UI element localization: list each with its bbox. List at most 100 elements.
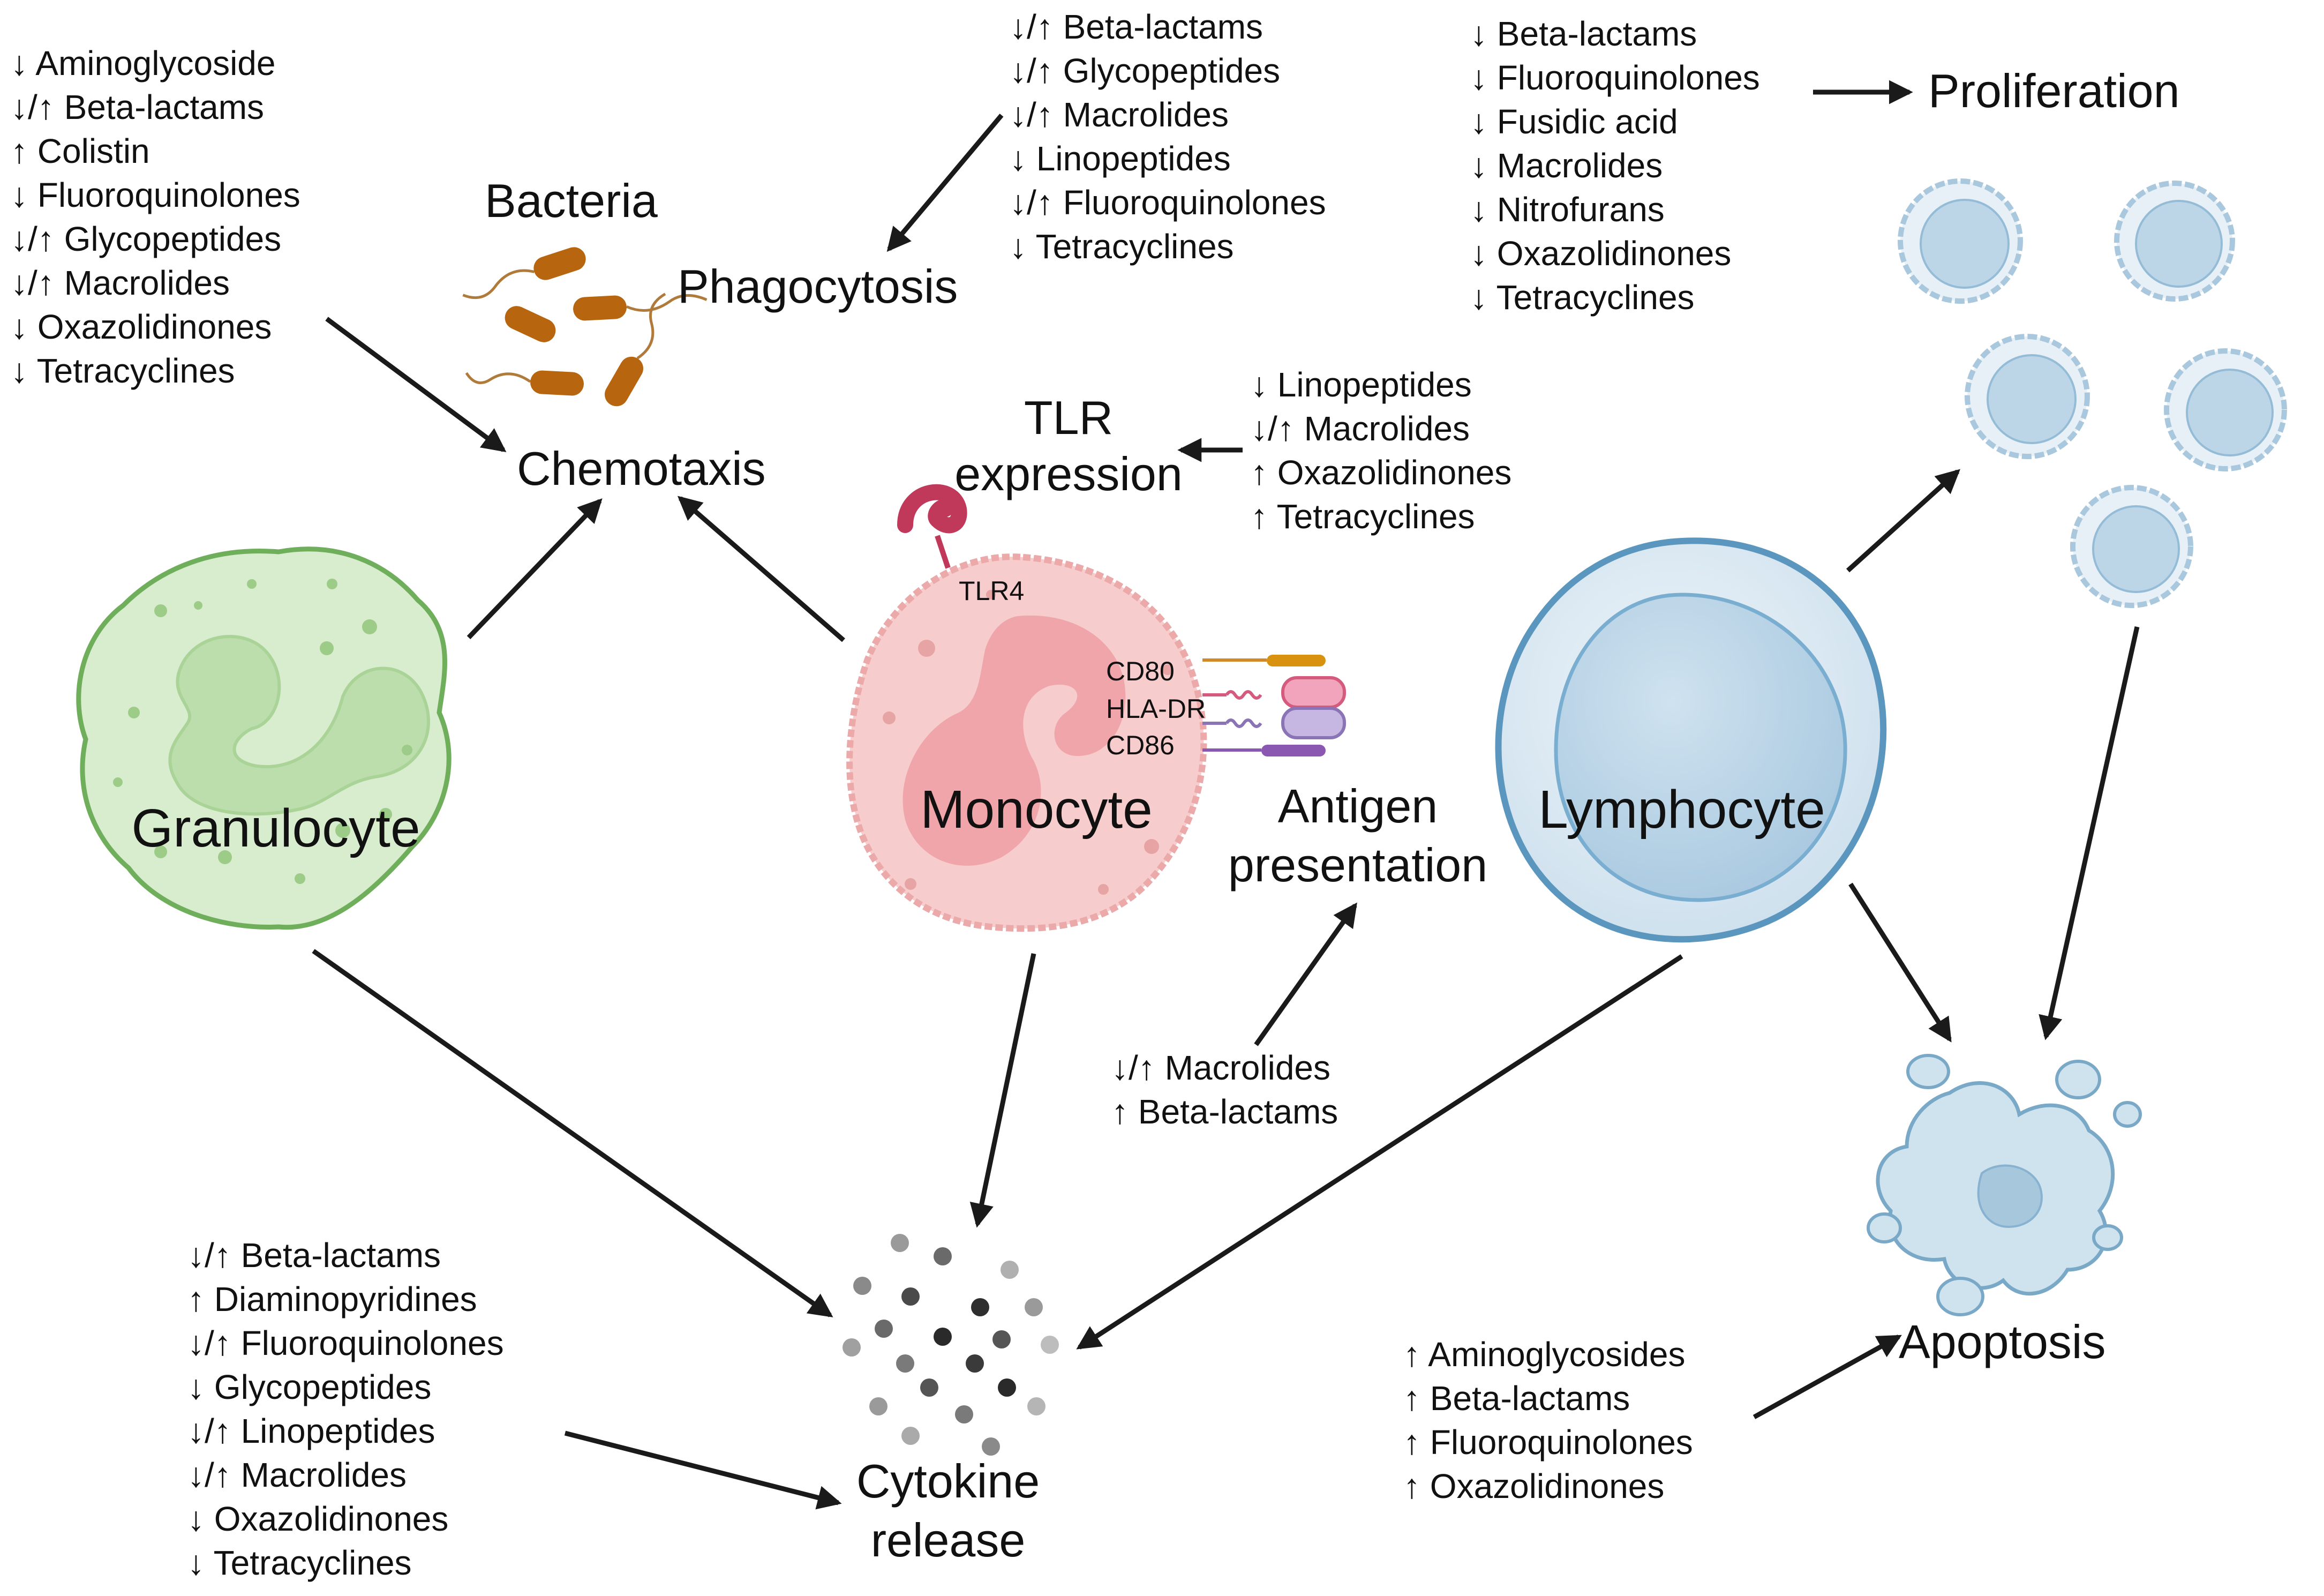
cytokine-particle — [853, 1277, 871, 1295]
lymphocyte-cell — [1495, 537, 1887, 943]
list-item: ↓ Glycopeptides — [187, 1368, 431, 1406]
proliferation-drug-list: ↓ Beta-lactams ↓ Fluoroquinolones ↓ Fusi… — [1470, 14, 1760, 317]
tlr4-label: TLR4 — [959, 576, 1024, 606]
list-item: ↓/↑ Glycopeptides — [11, 220, 281, 258]
cytokine-particle — [901, 1287, 920, 1306]
list-item: ↓/↑ Beta-lactams — [187, 1236, 441, 1275]
bacterium — [505, 306, 556, 342]
list-item: ↑ Oxazolidinones — [1403, 1467, 1664, 1505]
apoptotic-fragments — [1867, 1054, 2142, 1316]
cd86-label: CD86 — [1106, 730, 1175, 760]
cytokine-particles — [843, 1234, 1059, 1456]
cytokine-particle — [998, 1378, 1016, 1397]
list-item: ↓/↑ Fluoroquinolones — [187, 1324, 504, 1362]
list-item: ↓ Oxazolidinones — [1470, 234, 1731, 273]
monocyte-label: Monocyte — [920, 780, 1153, 840]
list-item: ↓ Linopeptides — [1010, 139, 1231, 178]
cytokine-particle — [982, 1437, 1000, 1456]
monocyte-nucleus — [902, 615, 1126, 866]
small-lymphocyte — [2114, 181, 2235, 302]
list-item: ↑ Diaminopyridines — [187, 1280, 477, 1318]
list-item: ↓/↑ Glycopeptides — [1010, 51, 1280, 90]
list-item: ↓/↑ Beta-lactams — [1010, 8, 1263, 46]
granulocyte-nucleus — [168, 635, 430, 816]
proliferating-cells — [1898, 178, 2287, 608]
cytokine-particle — [1027, 1397, 1046, 1415]
list-item: ↓ Linopeptides — [1251, 365, 1472, 404]
cytokine-particle — [1025, 1298, 1043, 1316]
bacteria-label: Bacteria — [485, 174, 658, 227]
list-item: ↑ Beta-lactams — [1111, 1092, 1338, 1131]
cytokine-release-label-line1: Cytokine — [856, 1455, 1040, 1508]
list-item: ↓ Tetracyclines — [1010, 227, 1234, 266]
cytokine-particle — [1001, 1261, 1019, 1279]
arrow-lymphocyte-to-apoptosis — [1848, 882, 1952, 1043]
arrow-antigen-list-to-antigen — [1254, 902, 1357, 1046]
lymphocyte-nucleus — [1554, 593, 1847, 902]
proliferation-label: Proliferation — [1928, 64, 2180, 117]
tlr-expression-label-line2: expression — [954, 447, 1183, 500]
bacterium — [605, 293, 666, 407]
tlr-expression-label-line1: TLR — [1024, 391, 1113, 444]
arrow-chemotaxis-list-to-chemotaxis — [325, 317, 507, 453]
apoptosis-drug-list: ↑ Aminoglycosides ↑ Beta-lactams ↑ Fluor… — [1403, 1335, 1693, 1505]
list-item: ↓ Oxazolidinones — [187, 1500, 448, 1538]
list-item: ↓ Beta-lactams — [1470, 14, 1697, 53]
arrow-proliferation-to-apoptosis — [2039, 626, 2140, 1040]
granulocyte-membrane — [76, 546, 452, 930]
small-lymphocyte — [1898, 178, 2023, 304]
cytokine-particle — [875, 1320, 893, 1338]
cytokine-particle — [971, 1298, 989, 1316]
list-item: ↓ Fluoroquinolones — [11, 176, 300, 214]
bacterium — [573, 294, 708, 321]
arrow-cytokine-list-to-cytokine — [564, 1430, 842, 1510]
list-item: ↑ Fluoroquinolones — [1403, 1423, 1693, 1462]
monocyte-vesicles — [883, 590, 1173, 895]
list-item: ↓/↑ Fluoroquinolones — [1010, 183, 1326, 222]
arrow-granulocyte-to-chemotaxis — [467, 498, 603, 640]
cytokine-particle — [966, 1354, 984, 1373]
list-item: ↓ Tetracyclines — [11, 351, 235, 390]
phagocytosis-label: Phagocytosis — [678, 260, 958, 313]
antigen-presentation-label-line2: presentation — [1228, 838, 1487, 891]
arrow-monocyte-to-chemotaxis — [677, 496, 845, 642]
list-item: ↑ Tetracyclines — [1251, 497, 1475, 536]
arrow-granulocyte-to-cytokine — [312, 949, 833, 1317]
cytokine-particle — [934, 1328, 952, 1346]
list-item: ↓/↑ Macrolides — [1251, 409, 1470, 448]
apoptosis-label: Apoptosis — [1899, 1315, 2105, 1368]
list-item: ↓/↑ Linopeptides — [187, 1412, 435, 1450]
granulocyte-granules — [113, 579, 412, 884]
bacterium — [462, 247, 586, 299]
list-item: ↓/↑ Macrolides — [1010, 95, 1229, 134]
list-item: ↓ Aminoglycoside — [11, 44, 275, 83]
arrow-monocyte-to-cytokine — [969, 953, 1036, 1228]
arrow-lymphocyte-to-proliferation — [1846, 469, 1961, 573]
list-item: ↓ Fluoroquinolones — [1470, 58, 1760, 97]
phagocytosis-drug-list: ↓/↑ Beta-lactams ↓/↑ Glycopeptides ↓/↑ M… — [1010, 8, 1326, 266]
bacterium — [465, 370, 584, 396]
list-item: ↓ Fusidic acid — [1470, 102, 1678, 141]
list-item: ↑ Aminoglycosides — [1403, 1335, 1685, 1374]
list-item: ↓/↑ Macrolides — [1111, 1048, 1330, 1087]
list-item: ↓/↑ Macrolides — [187, 1456, 407, 1494]
list-item: ↓ Oxazolidinones — [11, 308, 272, 346]
cd80-label: CD80 — [1106, 656, 1175, 686]
arrow-phagocytosis-list-to-phagocytosis — [886, 114, 1004, 252]
cytokine-drug-list: ↓/↑ Beta-lactams ↑ Diaminopyridines ↓/↑ … — [187, 1236, 504, 1582]
chemotaxis-label: Chemotaxis — [517, 442, 766, 495]
small-lymphocyte — [2070, 485, 2193, 608]
cytokine-particle — [843, 1338, 861, 1357]
list-item: ↓/↑ Macrolides — [11, 264, 230, 302]
list-item: ↓ Tetracyclines — [187, 1543, 412, 1582]
antigen-drug-list: ↓/↑ Macrolides ↑ Beta-lactams — [1111, 1048, 1338, 1131]
list-item: ↑ Beta-lactams — [1403, 1379, 1630, 1418]
monocyte-cell — [846, 484, 1346, 932]
list-item: ↓ Macrolides — [1470, 146, 1663, 185]
cytokine-particle — [934, 1247, 952, 1265]
cytokine-particle — [992, 1330, 1011, 1348]
cytokine-particle — [869, 1397, 888, 1415]
small-lymphocyte — [1965, 334, 2090, 459]
granulocyte-cell — [76, 546, 452, 930]
